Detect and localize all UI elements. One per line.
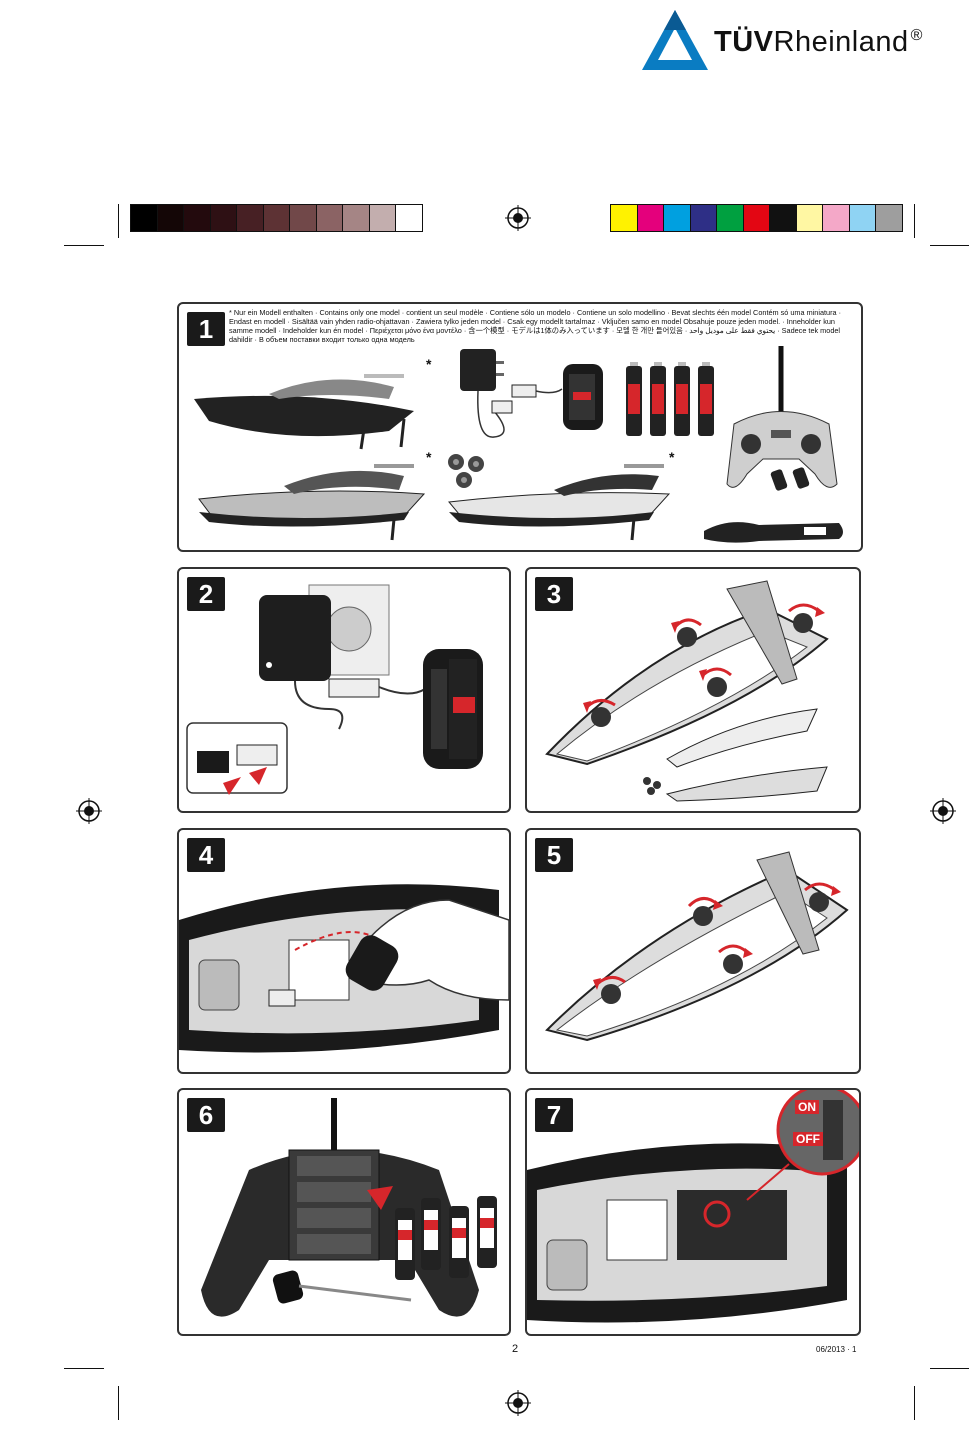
switch-on-illustration xyxy=(527,1090,859,1323)
color-swatch xyxy=(157,205,184,231)
color-swatch xyxy=(876,205,902,231)
single-model-note: * Nur ein Modell enthalten · Contains on… xyxy=(229,308,842,344)
boat-model-silver-illustration xyxy=(198,464,426,541)
step-number: 5 xyxy=(535,838,573,872)
asterisk: * xyxy=(426,449,432,465)
step-number: 2 xyxy=(187,577,225,611)
brand-light: Rheinland xyxy=(773,26,909,58)
step-panel-5: 5 xyxy=(525,828,861,1074)
grayscale-color-bar xyxy=(130,204,423,232)
asterisk: * xyxy=(426,356,432,372)
remote-controller-illustration xyxy=(726,346,838,488)
color-swatch xyxy=(316,205,343,231)
color-swatch xyxy=(796,205,823,231)
tuv-rheinland-logo: TÜVRheinland® xyxy=(640,8,960,72)
color-swatch xyxy=(343,205,370,231)
color-swatch xyxy=(849,205,876,231)
color-swatch xyxy=(210,205,237,231)
process-color-bar xyxy=(610,204,903,232)
lanyard-illustration xyxy=(704,522,843,543)
off-label: OFF xyxy=(793,1132,823,1146)
step-number: 1 xyxy=(187,312,225,346)
color-swatch xyxy=(823,205,850,231)
crop-mark xyxy=(118,204,119,238)
crop-mark xyxy=(914,204,915,238)
color-swatch xyxy=(396,205,422,231)
battery-pack-illustration xyxy=(563,364,603,430)
close-hatch-illustration xyxy=(545,851,849,1042)
registration-mark-icon xyxy=(505,205,531,231)
crop-mark xyxy=(64,1368,104,1369)
color-swatch xyxy=(237,205,264,231)
step-number: 3 xyxy=(535,577,573,611)
crop-mark xyxy=(930,245,969,246)
color-swatch xyxy=(131,205,158,231)
rubber-grommets-illustration xyxy=(448,454,484,488)
charger-illustration xyxy=(460,349,563,438)
on-label: ON xyxy=(795,1100,819,1114)
remove-hatch-illustration xyxy=(545,580,829,802)
brand-bold: TÜV xyxy=(714,26,774,58)
color-swatch xyxy=(717,205,744,231)
page-number: 2 xyxy=(512,1343,519,1355)
color-swatch xyxy=(263,205,290,231)
step-number: 7 xyxy=(535,1098,573,1132)
color-swatch xyxy=(290,205,317,231)
step-panel-7: 7 ON OFF xyxy=(525,1088,861,1336)
boat-model-white-illustration xyxy=(448,464,671,541)
tuv-triangle-icon xyxy=(642,10,708,70)
step-panel-4: 4 xyxy=(177,828,511,1074)
registered-mark: ® xyxy=(910,27,923,45)
insert-battery-illustration xyxy=(179,884,509,1053)
crop-mark xyxy=(930,1368,969,1369)
color-swatch xyxy=(690,205,717,231)
step-panel-3: 3 xyxy=(525,567,861,813)
asterisk: * xyxy=(669,449,675,465)
crop-mark xyxy=(118,1386,119,1420)
edition-code: 06/2013 · 1 xyxy=(816,1345,857,1354)
color-swatch xyxy=(664,205,691,231)
crop-mark xyxy=(914,1386,915,1420)
boat-model-black-illustration xyxy=(194,374,414,450)
charging-illustration xyxy=(186,584,483,795)
color-swatch xyxy=(743,205,770,231)
color-swatch xyxy=(184,205,211,231)
step-number: 6 xyxy=(187,1098,225,1132)
color-swatch xyxy=(637,205,664,231)
color-swatch xyxy=(611,205,638,231)
tuv-brand-text: TÜVRheinland® xyxy=(714,26,923,59)
step-panel-1: 1 * Nur ein Modell enthalten · Contains … xyxy=(177,302,863,552)
spare-parts-illustration xyxy=(770,467,810,491)
step-number: 4 xyxy=(187,838,225,872)
step-panel-2: 2 xyxy=(177,567,511,813)
crop-mark xyxy=(64,245,104,246)
color-swatch xyxy=(369,205,396,231)
registration-mark-icon xyxy=(505,1390,531,1416)
registration-mark-icon xyxy=(76,798,102,824)
registration-mark-icon xyxy=(930,798,956,824)
controller-batteries-illustration xyxy=(201,1098,497,1317)
aa-batteries-illustration xyxy=(626,362,714,436)
color-swatch xyxy=(770,205,797,231)
step-panel-6: 6 xyxy=(177,1088,511,1336)
